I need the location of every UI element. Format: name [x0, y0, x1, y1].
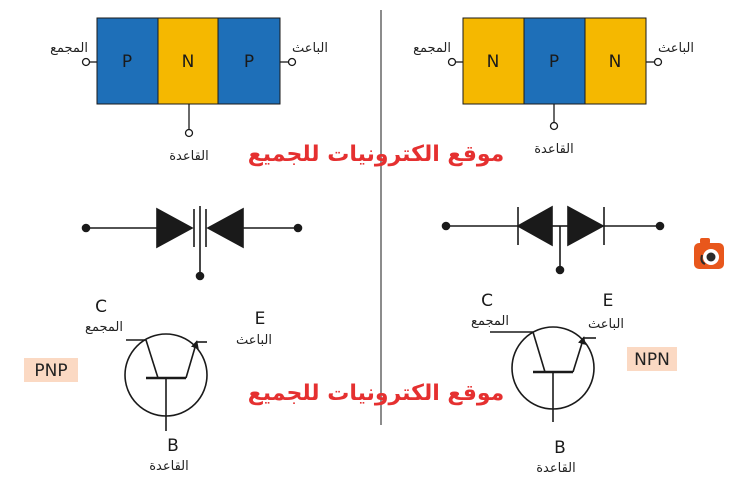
pnp-diode-node-left [81, 223, 91, 233]
npn-base-label: القاعدة [534, 142, 574, 157]
pnp-base-terminal [184, 128, 194, 138]
pnp-layer-1-label: P [122, 52, 132, 72]
pnp-collector-label: المجمع [50, 41, 88, 56]
pnp-layer-3-label: P [244, 52, 254, 72]
pnp-type-tag-text: PNP [34, 361, 67, 381]
npn-base-terminal [549, 121, 559, 131]
pnp-symbol-e-label: الباعث [236, 333, 272, 348]
pnp-symbol-b-letter: B [167, 436, 179, 456]
pnp-transistor-symbol: C المجمع E الباعث B القاعدة PNP [24, 297, 272, 474]
pnp-collector-terminal [81, 57, 91, 67]
pnp-type-tag [24, 358, 78, 382]
npn-diode-right-icon [567, 205, 605, 247]
pnp-layer-3 [217, 17, 281, 105]
npn-emitter-terminal [653, 57, 663, 67]
pnp-diode-model [81, 206, 303, 281]
pnp-symbol-c-label: المجمع [85, 320, 123, 335]
npn-symbol-b-label: القاعدة [536, 461, 576, 476]
npn-layer-1-label: N [487, 52, 500, 72]
npn-layer-2-label: P [549, 52, 559, 72]
pnp-diode-node-base [195, 271, 205, 281]
npn-diode-model [441, 205, 665, 275]
npn-symbol-c-letter: C [481, 291, 493, 311]
npn-symbol-e-label: الباعث [588, 317, 624, 332]
pnp-symbol-e-letter: E [255, 309, 266, 329]
pnp-emitter-label: الباعث [292, 41, 328, 56]
pnp-layer-2 [157, 17, 219, 105]
npn-layer-3 [584, 17, 647, 105]
npn-diode-node-left [441, 221, 451, 231]
npn-diode-left-icon [516, 205, 553, 247]
watermark-top: موقع الكترونيات للجميع [248, 142, 505, 167]
npn-layer-1 [462, 17, 525, 105]
pnp-diode-node-right [293, 223, 303, 233]
npn-collector-terminal [447, 57, 457, 67]
npn-layer-block: N P N المجمع الباعث القاعدة [413, 17, 694, 157]
pnp-base-label: القاعدة [169, 149, 209, 164]
camera-logo-icon [694, 238, 724, 269]
npn-diode-node-base [555, 265, 565, 275]
npn-type-tag [627, 347, 677, 371]
npn-symbol-e-letter: E [603, 291, 614, 311]
pnp-layer-2-label: N [182, 52, 195, 72]
watermark-bottom: موقع الكترونيات للجميع [248, 381, 505, 406]
npn-type-tag-text: NPN [634, 350, 670, 370]
npn-symbol-c-label: المجمع [471, 314, 509, 329]
npn-emitter-label: الباعث [658, 41, 694, 56]
pnp-layer-block: P N P المجمع الباعث القاعدة [50, 17, 328, 164]
pnp-diode-left-icon [156, 207, 194, 249]
npn-symbol-b-letter: B [554, 438, 566, 458]
npn-layer-3-label: N [609, 52, 622, 72]
npn-transistor-symbol: C المجمع E الباعث B القاعدة NPN [471, 291, 677, 476]
npn-collector-label: المجمع [413, 41, 451, 56]
npn-layer-2 [523, 17, 586, 105]
pnp-symbol-c-letter: C [95, 297, 107, 317]
pnp-emitter-terminal [287, 57, 297, 67]
pnp-diode-right-icon [206, 207, 244, 249]
pnp-symbol-b-label: القاعدة [149, 459, 189, 474]
npn-diode-node-right [655, 221, 665, 231]
